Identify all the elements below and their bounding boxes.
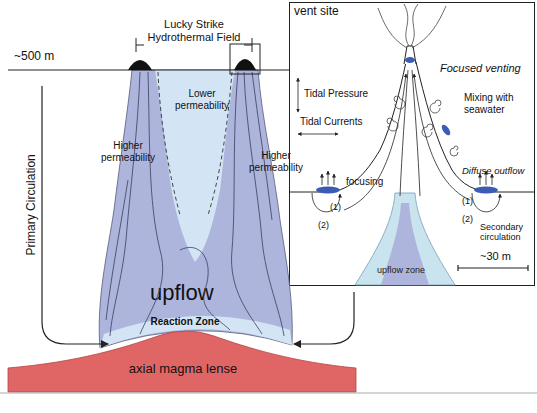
circulation-label: Secondary circulation bbox=[480, 222, 536, 243]
circulation-arrow bbox=[294, 292, 354, 344]
dashed-line bbox=[158, 72, 180, 215]
chimney bbox=[404, 46, 416, 64]
inset-box: vent site upflow zone bbox=[289, 2, 535, 286]
flow-paths bbox=[298, 70, 500, 212]
mixing-eddies bbox=[387, 96, 458, 156]
tidal-label: Tidal Pressure bbox=[304, 88, 368, 100]
eddy bbox=[450, 146, 458, 156]
field-name: Lucky Strike Hydrothermal Field bbox=[138, 18, 250, 43]
scale-dimension: ~30 m bbox=[480, 250, 511, 263]
permeability-label: Lower permeability bbox=[172, 88, 232, 111]
callout-number: (1) bbox=[330, 202, 341, 212]
magma-lens: axial magma lense bbox=[8, 318, 356, 392]
small-arrow bbox=[334, 174, 335, 185]
eddy bbox=[422, 124, 433, 137]
diffuse-patch bbox=[474, 187, 498, 194]
plume-line bbox=[378, 8, 407, 48]
permeability-contours bbox=[106, 72, 284, 336]
secondary-loop bbox=[472, 193, 500, 212]
focusing-label: focusing bbox=[346, 176, 383, 188]
contour-line bbox=[106, 180, 128, 320]
node-shape-group bbox=[8, 331, 356, 392]
flow-line bbox=[412, 70, 420, 196]
vent-fluid bbox=[440, 123, 452, 136]
permeability-boundary bbox=[158, 72, 232, 215]
venting-label: Focused venting bbox=[440, 62, 521, 75]
contour-line bbox=[232, 72, 262, 334]
shape-fill bbox=[355, 193, 455, 285]
node-label: upflow bbox=[150, 280, 214, 305]
node-label: vent site bbox=[294, 5, 339, 19]
frame-line bbox=[0, 393, 537, 394]
circulation-arrow bbox=[42, 86, 108, 344]
depth-dimension: ~500 m bbox=[14, 50, 54, 64]
tidal-label: Tidal Currents bbox=[300, 116, 362, 128]
vent-mound bbox=[128, 60, 152, 70]
mixing-label: Mixing with seawater bbox=[464, 92, 532, 115]
permeability-label: Higher permeability bbox=[246, 150, 306, 173]
secondary-loop bbox=[312, 193, 340, 212]
tidal-arrow bbox=[298, 78, 299, 112]
node-shape-group bbox=[355, 193, 455, 285]
vent-fluid bbox=[405, 57, 415, 63]
node-label: axial magma lense bbox=[108, 362, 258, 377]
shape-fill bbox=[8, 331, 356, 392]
outflow-label: Diffuse outflow bbox=[462, 166, 524, 177]
plume-line bbox=[412, 6, 446, 48]
eddy bbox=[387, 118, 398, 131]
flow-line bbox=[400, 70, 408, 196]
vent-mound bbox=[234, 59, 256, 70]
shape-fill bbox=[155, 70, 235, 262]
small-arrow bbox=[328, 171, 329, 185]
callout-number: (1) bbox=[462, 196, 473, 206]
plume-line bbox=[411, 4, 418, 46]
seafloor-line bbox=[8, 69, 289, 70]
shape-fill bbox=[99, 70, 292, 348]
zone-label: Reaction Zone bbox=[140, 316, 230, 328]
node-shape bbox=[8, 318, 356, 392]
eddy bbox=[394, 96, 405, 109]
contour-line bbox=[244, 72, 284, 336]
scale-bar bbox=[458, 265, 528, 271]
node-label: upflow zone bbox=[377, 265, 425, 275]
contour-line bbox=[110, 72, 140, 336]
small-arrow bbox=[322, 174, 323, 185]
diffuse-patch bbox=[316, 187, 340, 194]
callout-number: (2) bbox=[318, 220, 329, 230]
eddy bbox=[430, 100, 441, 113]
contour-line bbox=[252, 72, 272, 220]
vent-plumes bbox=[378, 4, 446, 48]
tidal-arrow bbox=[298, 134, 338, 135]
callout-number: (2) bbox=[462, 214, 473, 224]
upflow-zone: upflow zone bbox=[355, 193, 455, 285]
seafloor-profile bbox=[290, 62, 534, 192]
plume-line bbox=[404, 4, 409, 46]
zoom-box bbox=[230, 44, 260, 74]
contour-line bbox=[140, 72, 163, 334]
permeability-label: Higher permeability bbox=[98, 140, 158, 163]
circulation-label: Primary Circulation bbox=[25, 145, 39, 265]
flow-line bbox=[414, 74, 470, 200]
node-shape-group bbox=[99, 70, 292, 348]
